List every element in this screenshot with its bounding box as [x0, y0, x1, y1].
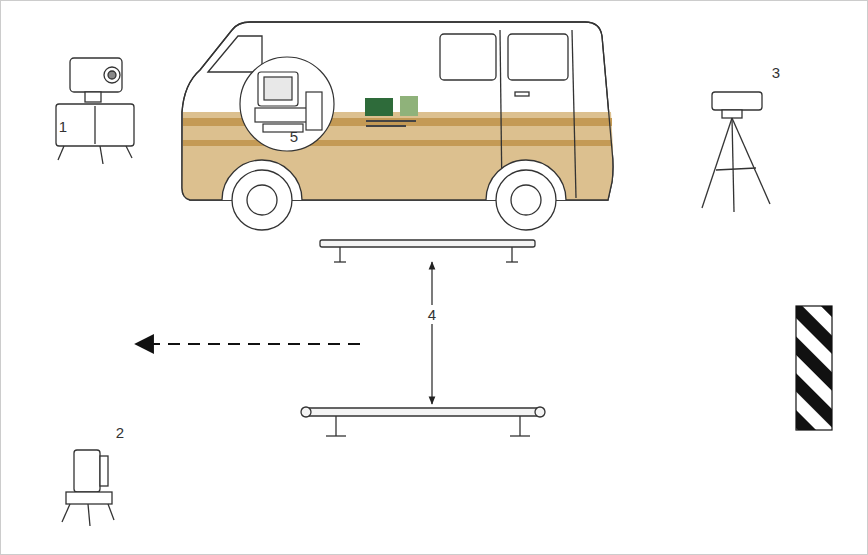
drawing-part: [440, 34, 496, 80]
drawing-part: [366, 125, 406, 127]
drawing-part: [240, 57, 334, 151]
drawing-part: [208, 36, 262, 72]
drawing-part: [732, 118, 734, 212]
light-bar: [301, 407, 545, 436]
drawing-part: [511, 185, 541, 215]
drawing-part: [722, 110, 742, 118]
drawing-part: [232, 170, 292, 230]
drawing-part: [94, 106, 95, 144]
callout-number: 2: [116, 425, 124, 440]
drawing-part: [104, 67, 120, 83]
drawing-part: [88, 504, 90, 526]
drawing-part: [70, 58, 122, 92]
callout-number: 4: [425, 305, 439, 324]
drawing-part: [182, 22, 613, 200]
drawing-part: [182, 22, 613, 200]
drawing-part: [258, 72, 298, 106]
drawing-part: [702, 118, 732, 208]
callout-number: 3: [772, 65, 780, 80]
camera-unit: [56, 58, 134, 164]
striped-post: [796, 306, 832, 430]
drawing-part: [508, 34, 568, 80]
drawing-part: [302, 408, 544, 416]
drawing-part: [366, 120, 416, 122]
drawing-part: [519, 416, 520, 436]
drawing-part: [326, 435, 346, 436]
direction-arrow: [150, 343, 360, 345]
drawing-part: [301, 407, 311, 417]
van: [182, 22, 613, 230]
drawing-part: [712, 92, 762, 110]
drawing-part: [339, 247, 340, 262]
drawing-part: [255, 108, 307, 122]
computer-icon: [240, 57, 334, 151]
drawing-part: [732, 118, 770, 204]
drawing-part: [85, 92, 101, 102]
drawing-part: [796, 306, 832, 430]
tripod-unit: [702, 92, 770, 212]
drawing-part: [335, 416, 336, 436]
drawing-part: [365, 98, 393, 116]
drawing-part: [400, 96, 418, 116]
drawing-part: [510, 435, 530, 436]
drawing-part: [306, 92, 322, 130]
drawing-part: [334, 261, 346, 262]
drawing-part: [74, 450, 100, 492]
drawing-part: [108, 504, 114, 520]
drawing-part: [183, 140, 612, 146]
drawing-part: [66, 492, 112, 504]
drawing-part: [58, 146, 64, 160]
sensor-unit: [62, 450, 114, 526]
drawing-part: [100, 456, 108, 486]
drawing-part: [572, 30, 576, 198]
drawing-part: [716, 168, 756, 170]
drawing-part: [62, 504, 70, 522]
distance-arrow: [431, 262, 432, 404]
drawing-part: [320, 240, 535, 247]
callout-number: 5: [290, 129, 298, 144]
drawing-part: [100, 146, 103, 164]
drawing-part: [796, 306, 832, 430]
drawing-part: [108, 71, 116, 79]
drawing-part: [56, 104, 134, 146]
drawing-part: [515, 92, 529, 96]
light-bar: [320, 240, 535, 262]
callout-number: 1: [59, 119, 67, 134]
drawing-part: [264, 77, 292, 100]
drawing-part: [126, 146, 132, 158]
drawing-part: [506, 261, 518, 262]
drawing-part: [535, 407, 545, 417]
drawing-part: [511, 247, 512, 262]
drawing-part: [496, 170, 556, 230]
drawing-part: [247, 185, 277, 215]
